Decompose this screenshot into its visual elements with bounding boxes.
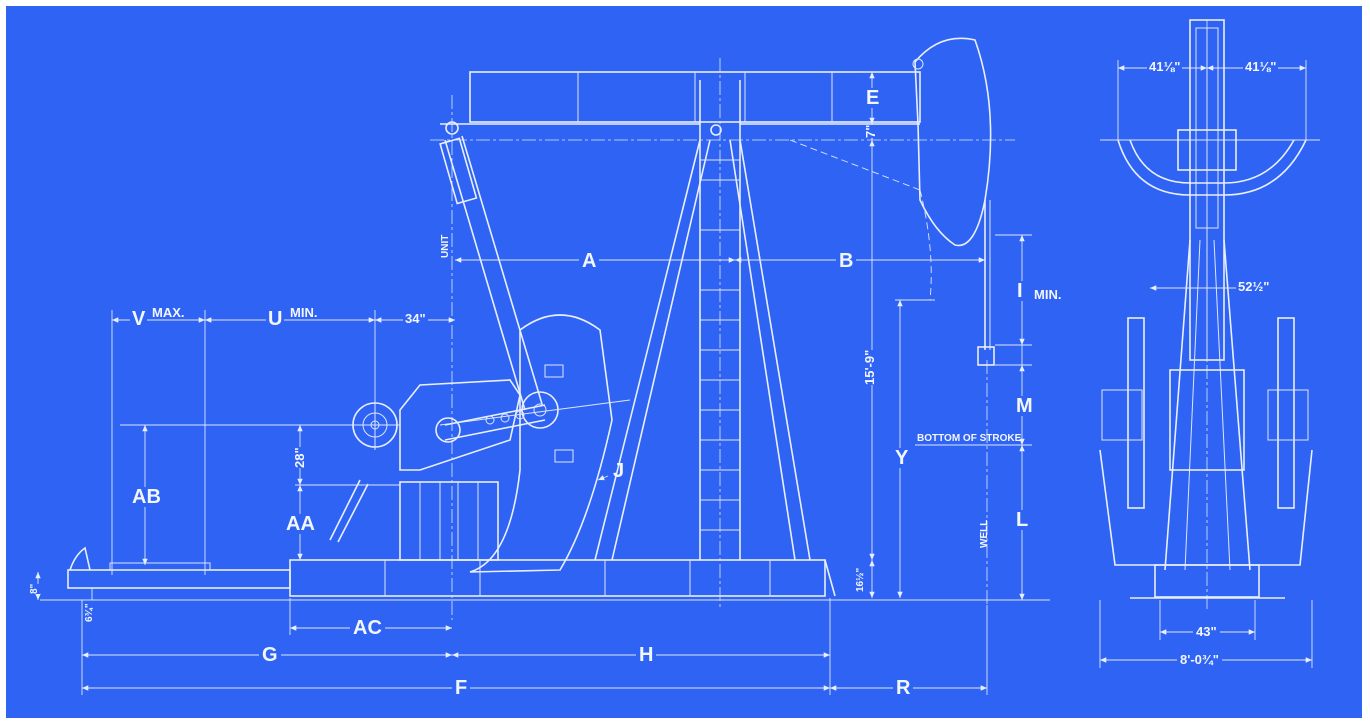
front-left-width-label: 41⅛" bbox=[1147, 59, 1183, 74]
front-overall-label: 8'-0¾" bbox=[1177, 653, 1222, 666]
horsehead bbox=[914, 37, 992, 247]
dim-label-34: 34" bbox=[403, 311, 428, 326]
front-right-width-label: 41⅛" bbox=[1243, 59, 1279, 74]
front-view bbox=[1099, 19, 1320, 668]
dim-label-16: 16½" bbox=[855, 567, 866, 592]
dim-label-r: R bbox=[893, 678, 914, 698]
dim-label-g: G bbox=[259, 645, 281, 665]
dim-label-a: A bbox=[579, 251, 600, 271]
pedestal bbox=[329, 479, 499, 561]
dim-label-j: J bbox=[613, 460, 625, 482]
well-label: WELL bbox=[979, 519, 990, 548]
dim-label-8: 8" bbox=[29, 583, 40, 594]
dim-label-28: 28" bbox=[292, 447, 307, 468]
front-52-label: 52½" bbox=[1236, 279, 1272, 294]
crank-counterweight bbox=[439, 314, 631, 573]
dim-label-6: 6¾" bbox=[84, 603, 95, 622]
dim-label-v-max: MAX. bbox=[152, 305, 185, 320]
dim-label-u: U bbox=[266, 308, 285, 330]
dim-label-aa: AA bbox=[284, 513, 317, 535]
dim-label-u-min: MIN. bbox=[290, 305, 318, 320]
dim-label-e: E bbox=[864, 87, 882, 109]
dim-label-y: Y bbox=[893, 447, 911, 469]
dim-label-ab: AB bbox=[130, 486, 163, 508]
front-43-label: 43" bbox=[1193, 625, 1220, 638]
dim-label-ac: AC bbox=[350, 618, 385, 638]
unit-label: UNIT bbox=[440, 234, 451, 258]
side-view bbox=[35, 37, 1050, 695]
dim-label-15-9: 15'-9" bbox=[862, 349, 877, 385]
gearbox bbox=[399, 379, 546, 471]
dim-label-m: M bbox=[1014, 395, 1035, 417]
dim-label-l: L bbox=[1014, 509, 1031, 531]
dim-label-i: I bbox=[1015, 280, 1025, 302]
dim-label-7: 7" bbox=[863, 124, 878, 138]
base-frame bbox=[67, 546, 836, 597]
dim-label-h: H bbox=[636, 645, 657, 665]
walking-beam bbox=[440, 71, 921, 136]
dim-label-f: F bbox=[452, 678, 471, 698]
dim-label-i-min: MIN. bbox=[1034, 287, 1062, 302]
dim-label-b: B bbox=[836, 251, 857, 271]
bottom-of-stroke-label: BOTTOM OF STROKE bbox=[917, 433, 1022, 444]
pitman-arm bbox=[439, 135, 543, 411]
dim-label-v: V bbox=[130, 308, 148, 330]
